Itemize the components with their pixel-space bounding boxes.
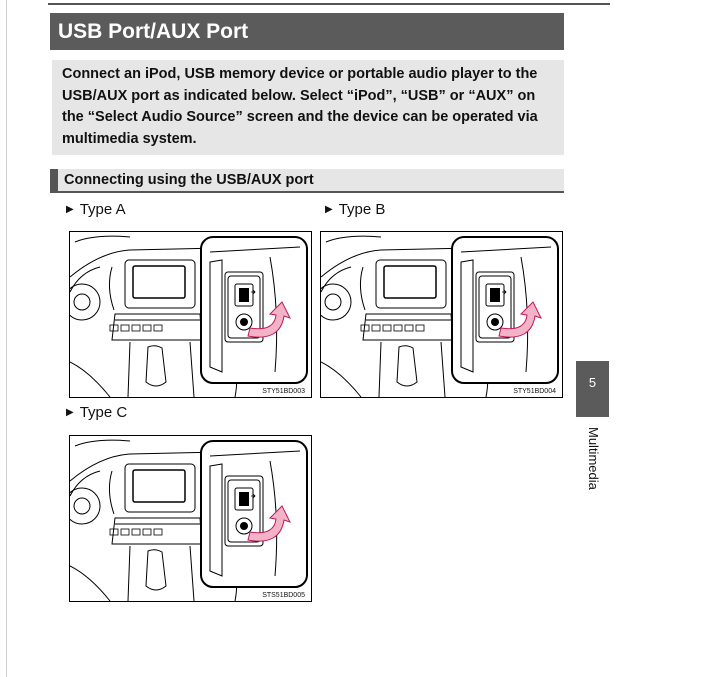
type-c-text: Type C	[79, 404, 128, 421]
type-b-label: ▶ Type B	[325, 201, 385, 218]
page-title: USB Port/AUX Port	[50, 13, 564, 50]
type-c-label: ▶ Type C	[66, 404, 127, 421]
section-heading: Connecting using the USB/AUX port	[50, 169, 564, 193]
page-top-rule	[48, 3, 610, 5]
chapter-tab[interactable]: 5	[576, 361, 609, 417]
aux-jack-icon	[235, 517, 253, 535]
figure-type-b: STY51BD004	[320, 231, 563, 398]
aux-jack-icon	[486, 313, 504, 331]
aux-jack-icon	[235, 313, 253, 331]
curved-arrow-icon	[247, 301, 291, 338]
chapter-label: Multimedia	[586, 427, 601, 490]
intro-paragraph: Connect an iPod, USB memory device or po…	[52, 60, 564, 155]
page-left-rule	[6, 0, 7, 677]
figure-code: STS51BD005	[262, 592, 305, 599]
usb-icon	[234, 487, 256, 511]
figure-code: STY51BD003	[262, 388, 305, 395]
curved-arrow-icon	[247, 505, 291, 542]
figure-type-a: STY51BD003	[69, 231, 312, 398]
usb-icon	[234, 283, 256, 307]
type-a-text: Type A	[79, 201, 126, 218]
type-a-label: ▶ Type A	[66, 201, 126, 218]
triangle-right-icon: ▶	[325, 204, 333, 215]
figure-code: STY51BD004	[513, 388, 556, 395]
usb-icon	[485, 283, 507, 307]
triangle-right-icon: ▶	[66, 204, 74, 215]
curved-arrow-icon	[498, 301, 542, 338]
figure-type-c: STS51BD005	[69, 435, 312, 602]
type-b-text: Type B	[338, 201, 386, 218]
triangle-right-icon: ▶	[66, 407, 74, 418]
